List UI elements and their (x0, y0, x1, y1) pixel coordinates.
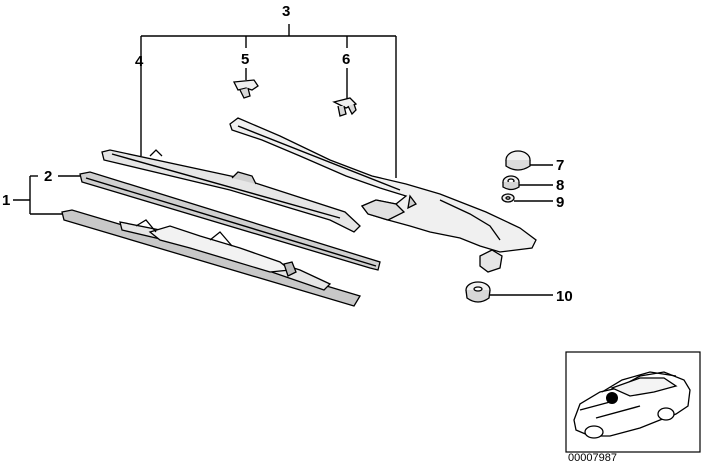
clip-part-6 (332, 97, 358, 117)
callout-1: 1 (2, 192, 10, 209)
callout-3: 3 (282, 3, 290, 20)
callout-8: 8 (556, 177, 564, 194)
wiper-blade-frame-part-4 (101, 149, 361, 233)
callout-6: 6 (342, 51, 350, 68)
car-location-icon (573, 371, 691, 439)
grommet-part-10 (465, 281, 491, 303)
callout-5: 5 (241, 51, 249, 68)
leader-lines (13, 24, 553, 296)
wiper-blade-complete-part-1 (61, 209, 361, 307)
nut-part-8 (502, 175, 520, 191)
callout-10: 10 (556, 288, 573, 305)
callout-9: 9 (556, 194, 564, 211)
car-location-thumbnail (565, 351, 701, 453)
reference-code: 00007987 (568, 452, 617, 464)
wiper-arm-part-3 (229, 117, 537, 273)
callout-2: 2 (44, 168, 52, 185)
wiper-rubber-part-2 (79, 171, 381, 271)
clip-part-5 (232, 79, 259, 99)
callout-4: 4 (135, 53, 144, 70)
callout-7: 7 (556, 157, 564, 174)
location-marker-dot (606, 392, 618, 404)
cap-part-7 (505, 150, 531, 171)
washer-part-9 (501, 193, 515, 203)
